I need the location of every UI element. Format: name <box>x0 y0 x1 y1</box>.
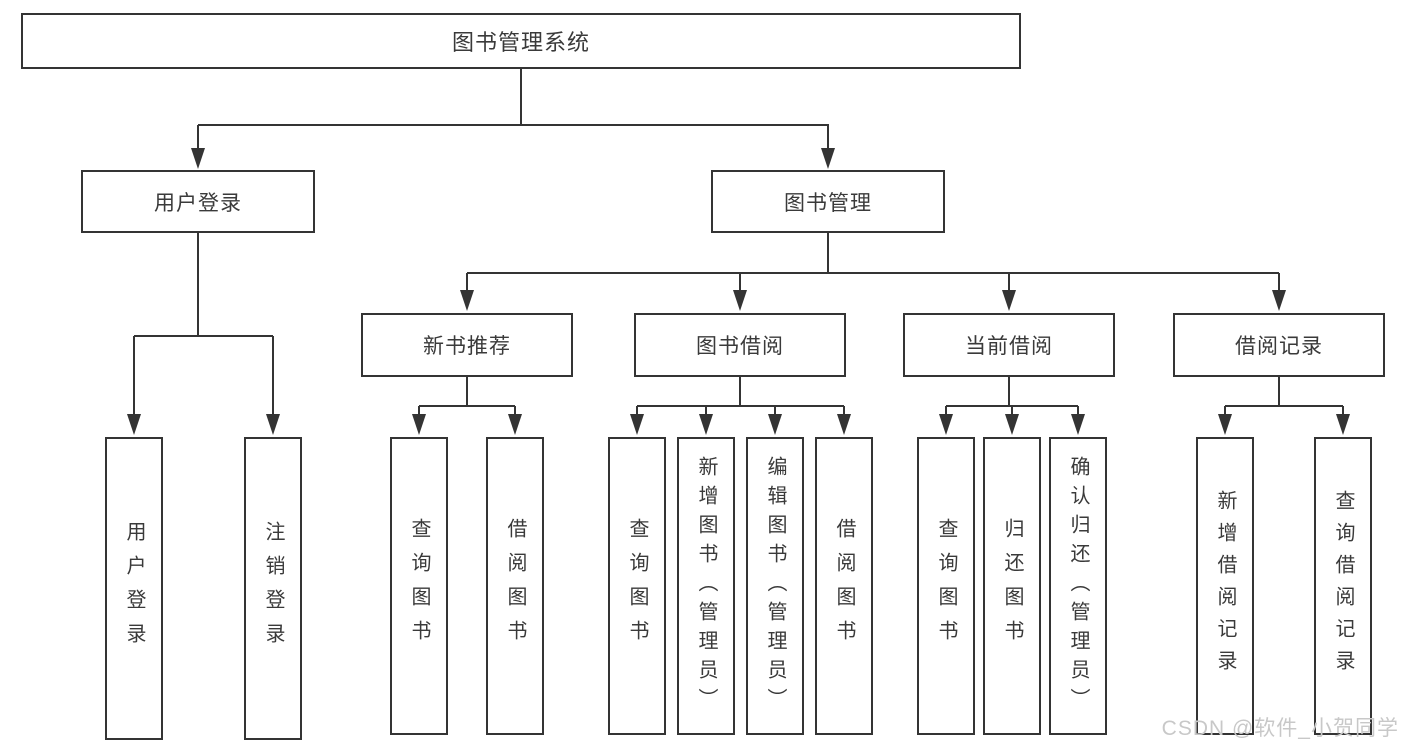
leaf-edit-book-admin: 编辑图书（管理员） <box>746 437 804 735</box>
node-current-borrowing: 当前借阅 <box>903 313 1115 377</box>
node-user-login: 用户登录 <box>81 170 315 233</box>
leaf-user-login: 用户登录 <box>105 437 163 740</box>
leaf-add-book-admin: 新增图书（管理员） <box>677 437 735 735</box>
leaf-return-books: 归还图书 <box>983 437 1041 735</box>
node-book-management: 图书管理 <box>711 170 945 233</box>
leaf-confirm-return-admin: 确认归还（管理员） <box>1049 437 1107 735</box>
leaf-borrow-books-recommend: 借阅图书 <box>486 437 544 735</box>
leaf-query-books-current: 查询图书 <box>917 437 975 735</box>
node-borrowing-records: 借阅记录 <box>1173 313 1385 377</box>
node-library-system: 图书管理系统 <box>21 13 1021 69</box>
watermark: CSDN @软件_小贺同学 <box>1161 717 1399 740</box>
leaf-query-books-borrowing: 查询图书 <box>608 437 666 735</box>
node-book-borrowing: 图书借阅 <box>634 313 846 377</box>
leaf-query-borrow-record: 查询借阅记录 <box>1314 437 1372 735</box>
leaf-borrow-books-borrowing: 借阅图书 <box>815 437 873 735</box>
leaf-add-borrow-record: 新增借阅记录 <box>1196 437 1254 735</box>
node-new-book-recommendation: 新书推荐 <box>361 313 573 377</box>
leaf-query-books-recommend: 查询图书 <box>390 437 448 735</box>
leaf-logout: 注销登录 <box>244 437 302 740</box>
